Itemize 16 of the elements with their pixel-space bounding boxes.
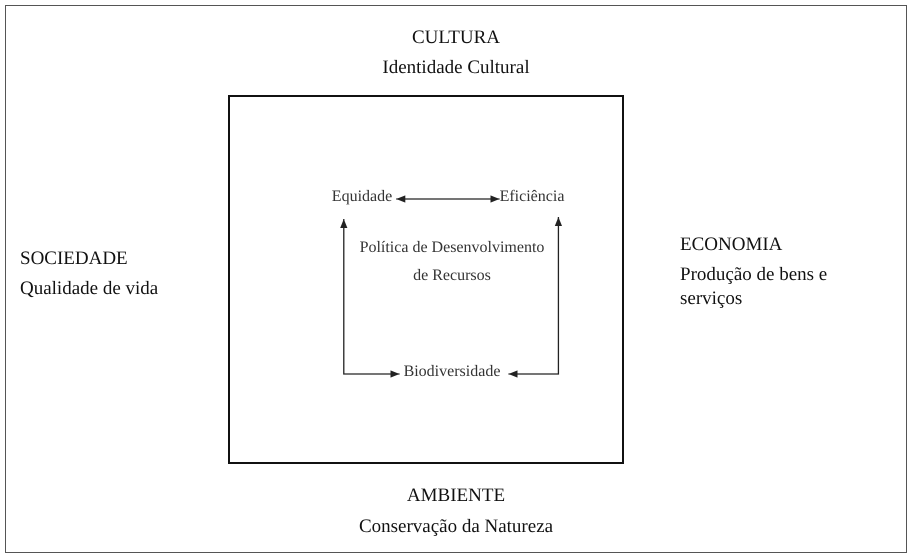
policy-square (228, 95, 624, 464)
dimension-description: Produção de bens e serviços (680, 263, 828, 311)
term-text: Eficiência (500, 185, 564, 209)
dimension-heading: SOCIEDADE (20, 247, 128, 271)
double-arrow (396, 195, 500, 203)
dimension-description: Conservação da Natureza (358, 515, 554, 539)
dimension-heading: CULTURA (411, 26, 501, 50)
policy-text: Política de Desenvolvimento de Recursos (358, 238, 546, 286)
double-arrow (508, 217, 562, 378)
dimension-description: Identidade Cultural (381, 56, 531, 80)
double-arrow (340, 219, 400, 378)
dimension-heading: ECONOMIA (680, 233, 782, 257)
term-text: Equidade (332, 185, 392, 209)
dimension-description: Qualidade de vida (20, 277, 158, 301)
dimension-heading: AMBIENTE (406, 484, 506, 508)
term-text: Biodiversidade (404, 360, 500, 384)
